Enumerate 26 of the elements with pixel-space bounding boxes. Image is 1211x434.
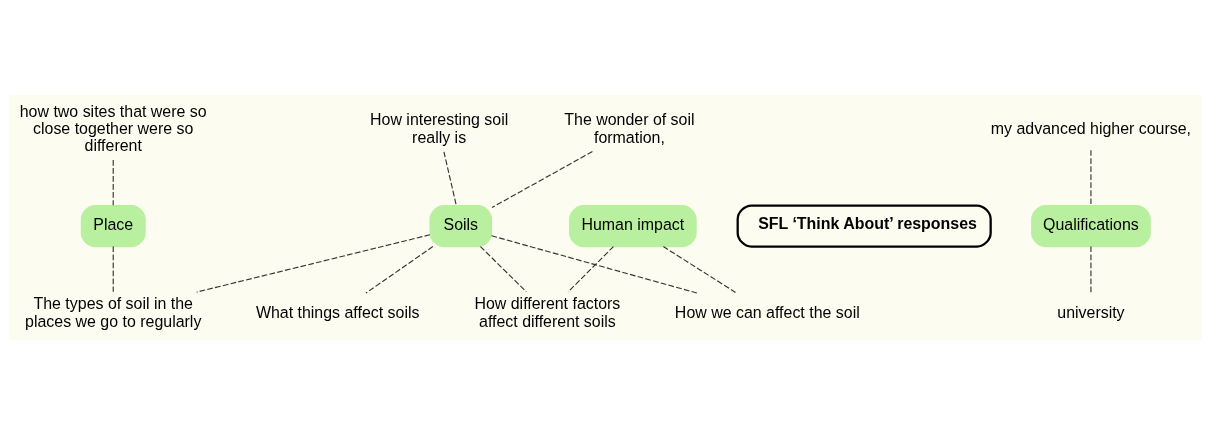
node-box: Qualifications	[1031, 204, 1151, 247]
node-text: university	[1057, 303, 1125, 321]
connector	[567, 245, 615, 292]
node-text: The types of soil in the places we go to regularly	[25, 294, 202, 330]
connector	[479, 245, 527, 292]
node-box: Place	[80, 204, 146, 247]
node-text: How interesting soil really is	[370, 110, 509, 146]
node-box: Soils	[429, 204, 493, 247]
connector	[112, 159, 114, 206]
connector	[112, 245, 114, 292]
node-box: SFL ‘Think About’ responses	[736, 203, 992, 248]
node-text: how two sites that were so close together were so different	[19, 102, 207, 154]
node-text: my advanced higher course,	[990, 119, 1192, 137]
connector	[491, 234, 699, 294]
node-text: What things affect soils	[255, 303, 420, 321]
connector	[443, 150, 457, 206]
connector	[662, 245, 738, 294]
connector	[491, 150, 593, 208]
node-text: How we can affect the soil	[674, 303, 860, 321]
connector	[1090, 149, 1092, 206]
node-text: The wonder of soil formation,	[564, 110, 695, 146]
connector	[1090, 245, 1092, 294]
connector	[365, 245, 434, 294]
node-text: How different factors affect different soils	[474, 294, 621, 330]
connector	[196, 233, 431, 293]
node-box: Human impact	[569, 204, 697, 247]
